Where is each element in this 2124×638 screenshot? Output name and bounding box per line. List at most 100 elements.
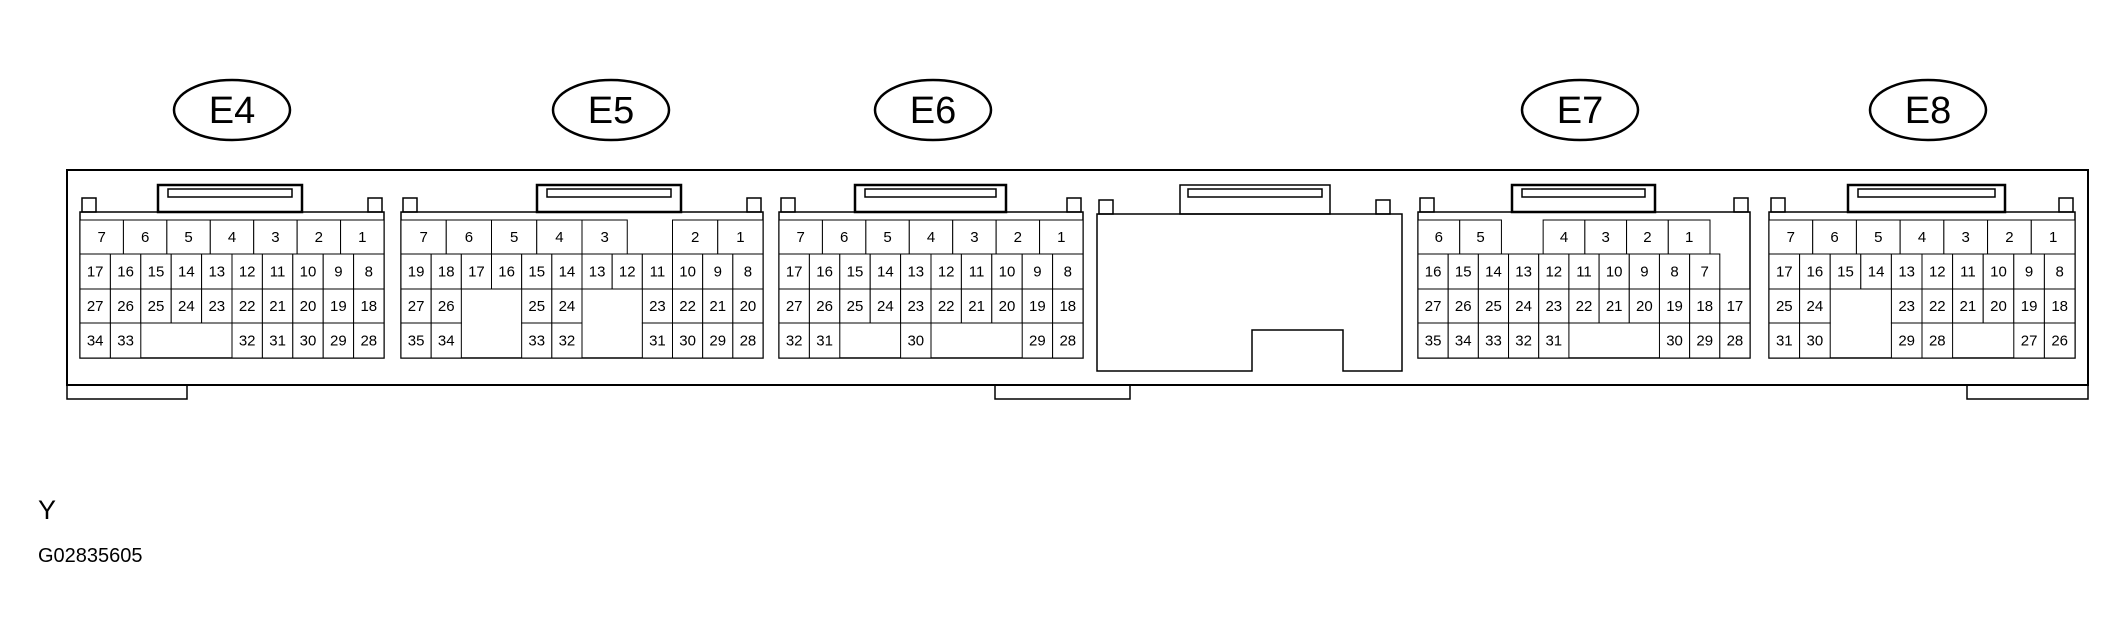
pin-label: 26	[816, 298, 833, 315]
pin-cell	[1855, 219, 1901, 255]
pin-cell	[2030, 219, 2076, 255]
pin-cell	[1921, 253, 1954, 290]
pin-cell	[209, 219, 255, 255]
pin-label: 6	[141, 229, 149, 246]
pin-cell	[400, 288, 432, 324]
pin-label: 10	[1990, 264, 2007, 281]
pin-cell	[869, 288, 902, 324]
pin-label: 31	[1776, 333, 1793, 350]
pin-label: 28	[1059, 333, 1076, 350]
connector-key-slot	[546, 188, 672, 198]
pin-label: 32	[559, 333, 576, 350]
pin-label: 5	[1874, 229, 1882, 246]
callout-e8: E8	[1868, 78, 1988, 142]
pin-cell	[1417, 219, 1461, 255]
callout-e4: E4	[172, 78, 292, 142]
pin-cell	[400, 322, 432, 359]
callout-label: E6	[910, 90, 956, 132]
pin-label: 13	[208, 264, 225, 281]
pin-cell	[296, 219, 342, 255]
pin-cell	[1538, 288, 1570, 324]
pin-label: 7	[419, 229, 427, 246]
pin-cell	[672, 288, 704, 324]
pin-label: 16	[1425, 264, 1442, 281]
pin-cell	[732, 288, 764, 324]
pin-cell	[231, 288, 263, 324]
pin-cell	[430, 322, 462, 359]
pin-cell	[1899, 219, 1945, 255]
pin-label: 10	[1606, 264, 1623, 281]
connector-latch-right	[2058, 197, 2074, 213]
pin-label: 28	[1727, 333, 1744, 350]
pin-label: 23	[208, 298, 225, 315]
pin-cell	[1667, 219, 1711, 255]
pin-label: 4	[1560, 229, 1568, 246]
pin-label: 7	[1701, 264, 1709, 281]
pin-label: 9	[2025, 264, 2033, 281]
pin-cell	[1477, 253, 1510, 290]
pin-label: 21	[1960, 298, 1977, 315]
pin-cell	[732, 322, 764, 359]
connector-key	[1510, 183, 1657, 214]
pin-label: 13	[1898, 264, 1915, 281]
pin-label: 18	[1696, 298, 1713, 315]
pin-label: 25	[148, 298, 165, 315]
blank-socket	[1096, 184, 1403, 372]
pin-label: 15	[148, 264, 165, 281]
pin-label: 3	[1962, 229, 1970, 246]
pin-cell	[581, 253, 613, 290]
pin-cell	[353, 253, 385, 290]
pin-label: 32	[1515, 333, 1532, 350]
pin-cell	[109, 288, 142, 324]
pin-cell	[1799, 322, 1831, 359]
pin-label: 9	[1033, 264, 1041, 281]
pin-label: 18	[438, 264, 455, 281]
ecu-housing	[66, 169, 2089, 400]
pin-label: 23	[1898, 298, 1915, 315]
pin-label: 25	[528, 298, 545, 315]
pin-cell	[808, 253, 841, 290]
pin-label: 29	[1696, 333, 1713, 350]
blank-socket-key-slot	[1187, 188, 1323, 198]
pin-cell	[995, 219, 1041, 255]
pin-label: 15	[847, 264, 864, 281]
pin-cell	[231, 253, 263, 290]
pin-label: 6	[465, 229, 473, 246]
pin-label: 7	[98, 229, 106, 246]
pin-label: 24	[559, 298, 576, 315]
connector-latch-left	[780, 197, 796, 213]
pin-cell	[672, 322, 704, 359]
pin-cell	[1447, 322, 1479, 359]
pin-label: 20	[1636, 298, 1653, 315]
connector-key-slot	[864, 188, 997, 198]
pin-cell	[201, 253, 233, 290]
pin-label: 16	[117, 264, 134, 281]
callout-label: E5	[588, 90, 634, 132]
pin-cell	[1799, 253, 1831, 290]
pin-label: 22	[239, 298, 256, 315]
pin-label: 7	[1787, 229, 1795, 246]
pin-label: 12	[239, 264, 256, 281]
pin-cell	[1508, 253, 1540, 290]
pin-label: 27	[408, 298, 425, 315]
pin-label: 11	[969, 264, 985, 281]
pin-label: 24	[877, 298, 894, 315]
pin-label: 30	[679, 333, 696, 350]
pin-cell	[1417, 322, 1449, 359]
pin-label: 13	[1515, 264, 1532, 281]
pin-label: 8	[1064, 264, 1072, 281]
pin-label: 16	[1807, 264, 1824, 281]
pin-label: 1	[358, 229, 366, 246]
pin-cell	[1628, 253, 1660, 290]
pin-label: 8	[2056, 264, 2064, 281]
pin-label: 14	[178, 264, 195, 281]
pin-label: 26	[117, 298, 134, 315]
pin-label: 19	[1029, 298, 1046, 315]
pin-cell	[778, 288, 810, 324]
pin-label: 21	[1606, 298, 1623, 315]
pin-label: 2	[2005, 229, 2013, 246]
connector-key-slot	[1521, 188, 1646, 198]
